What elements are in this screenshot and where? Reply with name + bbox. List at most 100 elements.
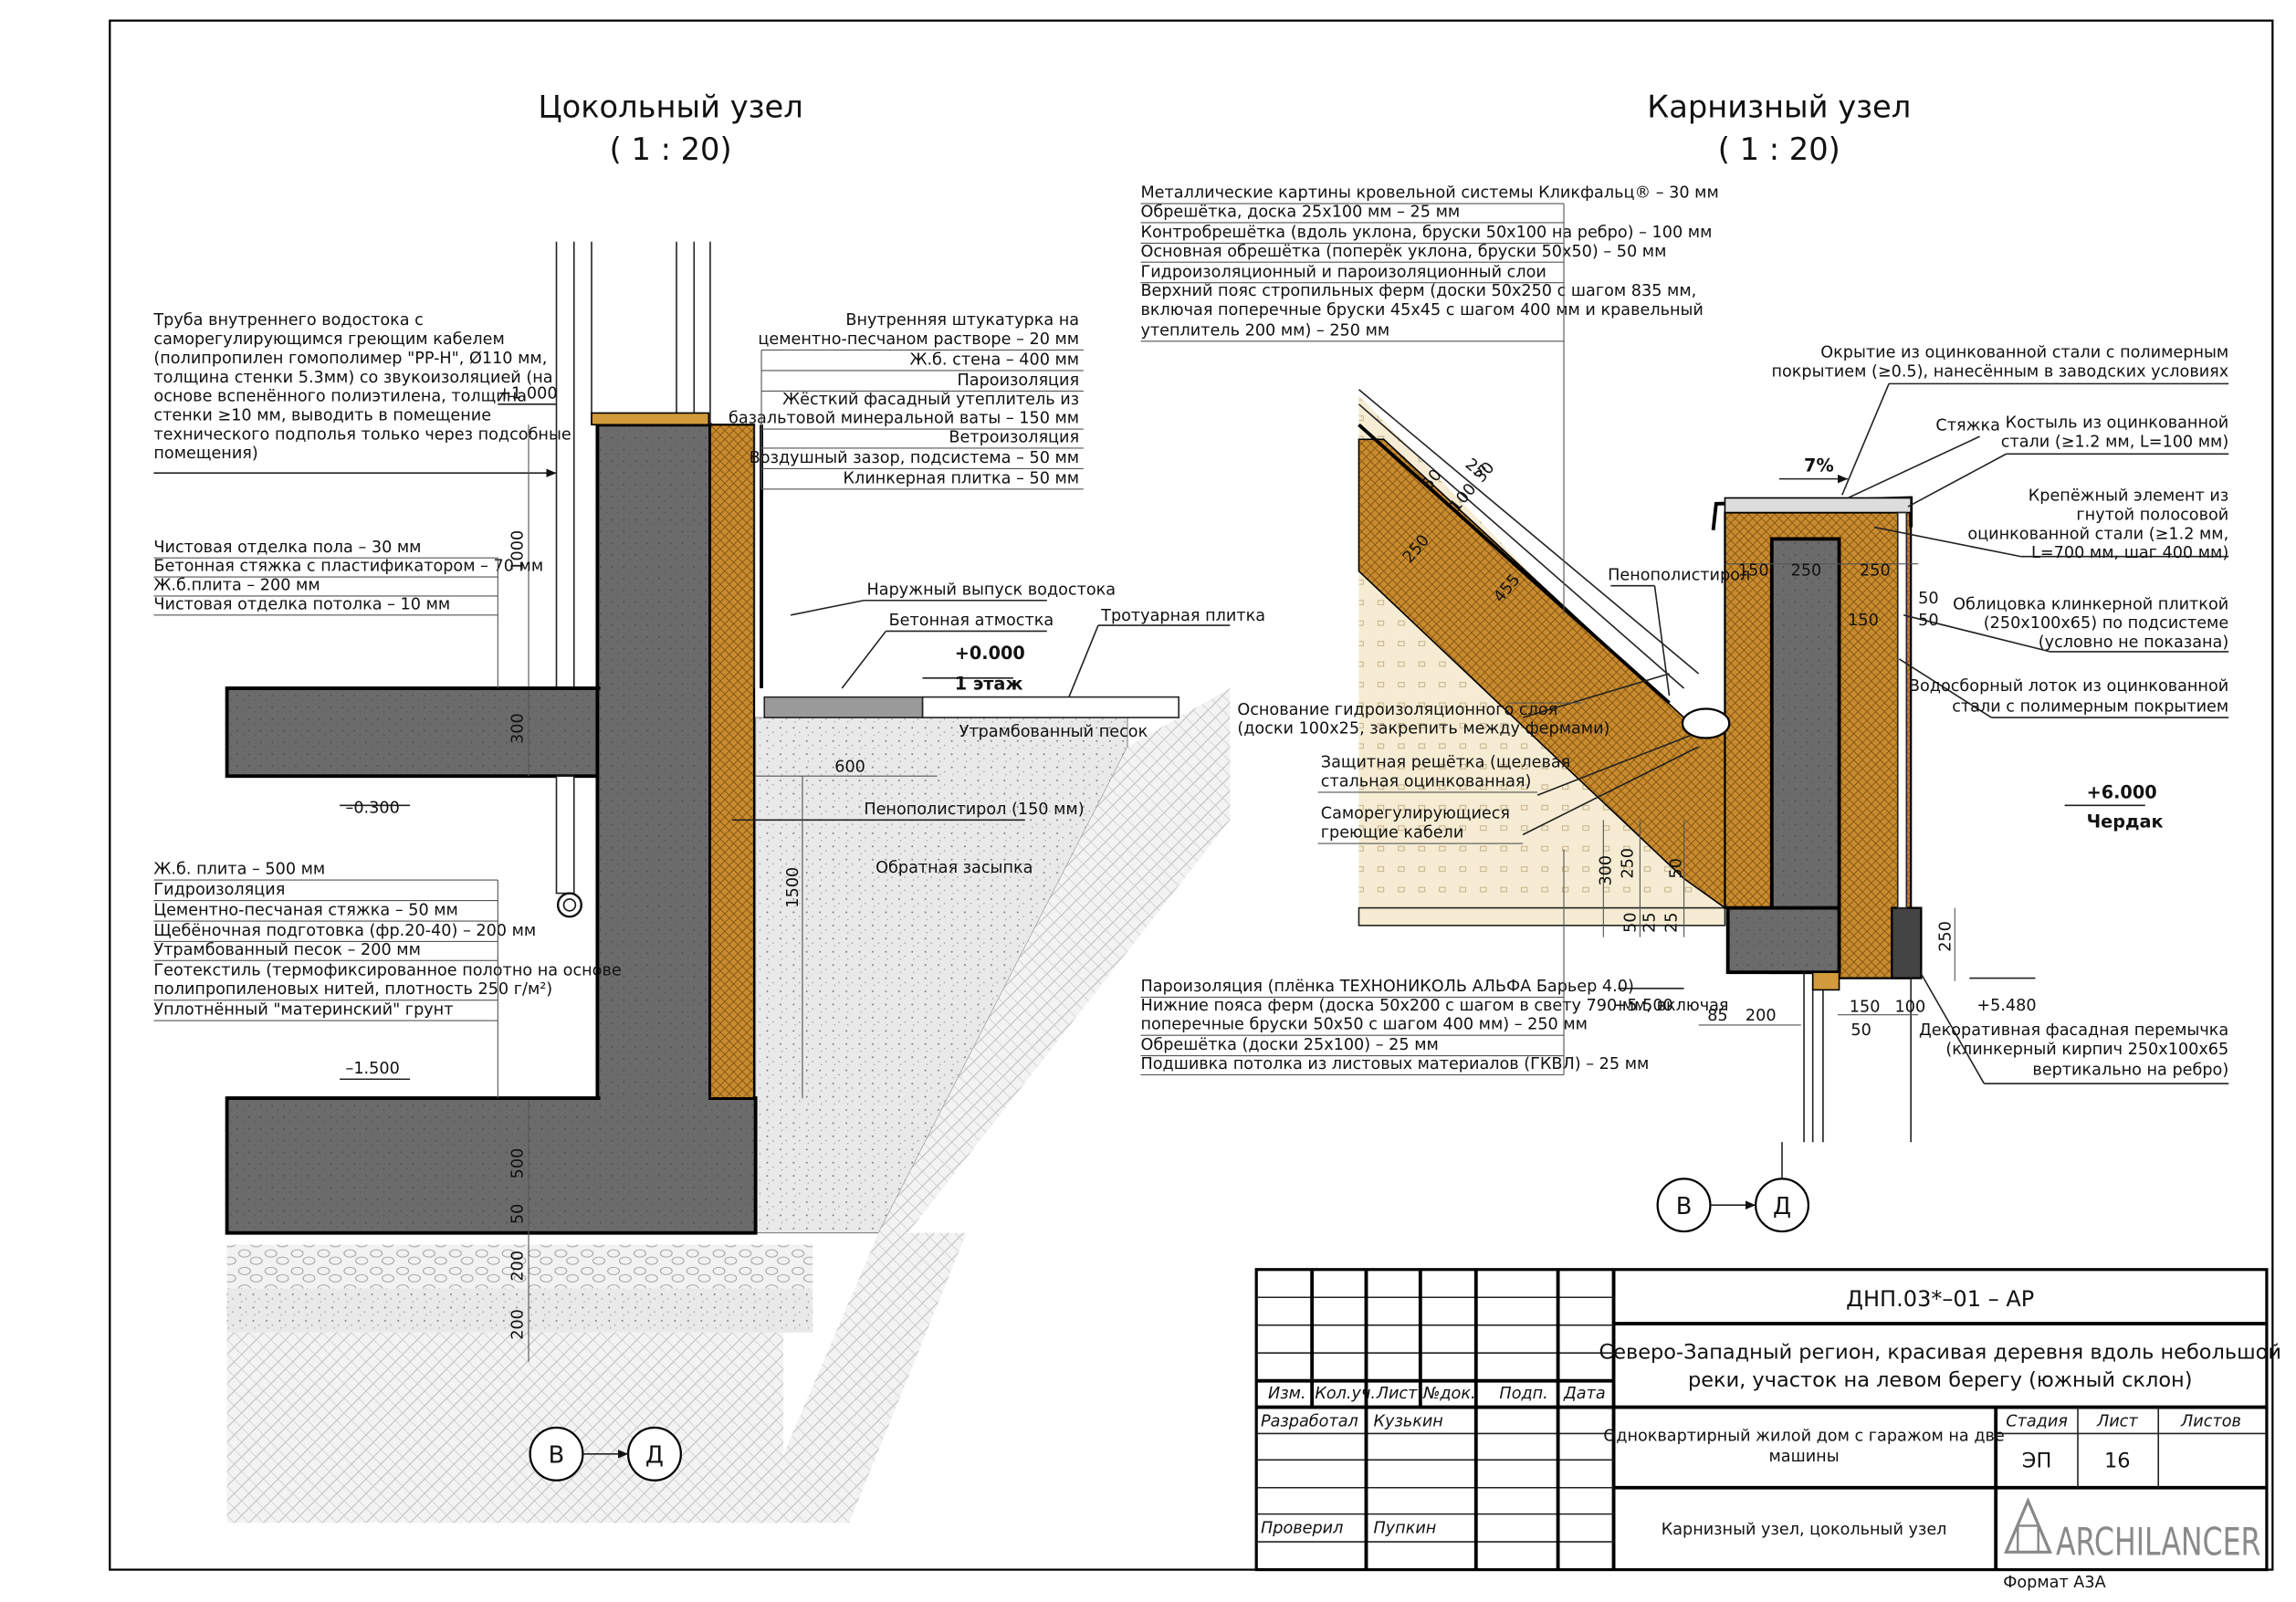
slope-label: 7% xyxy=(1804,455,1834,476)
plinth-title: Цокольный узел xyxy=(538,89,802,124)
level-55: +5.500 xyxy=(1614,997,1673,1015)
eaves-detail xyxy=(1358,382,2229,1143)
wall-layer-5: Жёсткий фасадный утеплитель из xyxy=(782,391,1079,409)
lower-soil xyxy=(754,1232,967,1523)
level-minus-15: –1.500 xyxy=(346,1060,400,1078)
eaves-title: Карнизный узел xyxy=(1647,89,1911,124)
dim-low-150: 150 xyxy=(1850,998,1881,1016)
gravel-layer xyxy=(226,1244,813,1289)
plinth-detail xyxy=(153,241,1231,1523)
level-plus-one: +1.000 xyxy=(498,384,557,403)
eaves-scale: ( 1 : 20) xyxy=(1718,131,1840,167)
archilancer-logo: ARCHILANCER xyxy=(2003,1497,2261,1565)
plinth-labels: Труба внутреннего водостока с саморегули… xyxy=(152,311,1265,1340)
dim-low-250b: 250 xyxy=(1936,921,1955,952)
crutch-note-1: Костыль из оцинкованной xyxy=(2006,414,2229,432)
dim-low-50c: 50 xyxy=(1850,1021,1871,1040)
slab-layer-1: Ж.б. плита – 500 мм xyxy=(153,861,325,879)
ring-beam xyxy=(1725,906,1841,975)
dim-top-250a: 250 xyxy=(1791,561,1822,580)
lintel-note-2: (клинкерный кирпич 250х100х65 xyxy=(1945,1041,2228,1059)
roof-layer-3: Контробрешётка (вдоль уклона, бруски 50х… xyxy=(1140,224,1712,242)
hdr-date: Дата xyxy=(1563,1385,1606,1403)
wall-layer-9: Клинкерная плитка – 50 мм xyxy=(844,469,1080,487)
slab-layer-6: Геотекстиль (термофиксированное полотно … xyxy=(153,961,621,979)
gutter-icon xyxy=(1681,707,1731,739)
roof-layer-1: Металлические картины кровельной системы… xyxy=(1140,184,1718,203)
region-line-1: Северо-Западный регион, красивая деревня… xyxy=(1599,1341,2281,1365)
title-block: ДНП.03*–01 – АР Северо-Западный регион, … xyxy=(1254,1268,2281,1572)
drain-note-7: технического подполья только через подсо… xyxy=(153,425,571,444)
cap-note-1: Окрытие из оцинкованной стали с полимерн… xyxy=(1820,344,2228,362)
cables-note-1: Саморегулирующиеся xyxy=(1321,805,1510,823)
lintel-note-1: Декоративная фасадная перемычка xyxy=(1919,1021,2228,1040)
sand-layer xyxy=(226,1288,813,1333)
cables-note-2: греющие кабели xyxy=(1321,824,1464,843)
roof-layer-4: Основная обрешётка (поперёк уклона, брус… xyxy=(1140,243,1666,261)
compacted-sand-label: Утрамбованный песок xyxy=(959,723,1148,741)
dim-top-150a: 150 xyxy=(1738,561,1769,580)
sheet-value: 16 xyxy=(2104,1449,2131,1472)
blind-area-label: Бетонная атмостка xyxy=(889,612,1054,630)
ground-layer xyxy=(226,1332,784,1523)
base-note-2: (доски 100х25, закрепить между фермами) xyxy=(1237,720,1609,738)
fastener-note-1: Крепёжный элемент из xyxy=(2029,487,2228,506)
roof-layer-5: Гидроизоляционный и пароизоляционный сло… xyxy=(1140,263,1546,281)
axis-label-right-d: Д xyxy=(1773,1193,1791,1220)
project-line-2: машины xyxy=(1769,1448,1840,1466)
dim-200b: 200 xyxy=(509,1309,528,1340)
wall-layer-4: Пароизоляция xyxy=(958,372,1080,390)
roof-layer-8: утеплитель 200 мм) – 250 мм xyxy=(1140,321,1389,340)
floor-layer-3: Ж.б.плита – 200 мм xyxy=(153,577,320,595)
gutter-note-2: стали с полимерным покрытием xyxy=(1952,698,2228,717)
backfill-label: Обратная засыпка xyxy=(875,859,1033,877)
hdr-podp: Подп. xyxy=(1499,1385,1547,1403)
dim-low-25a: 25 xyxy=(1641,912,1659,932)
dim-top-50a: 50 xyxy=(1918,590,1938,608)
axis-label-left-v: В xyxy=(549,1441,565,1469)
dim-low-50b: 50 xyxy=(1622,912,1641,932)
region-line-2: реки, участок на левом берегу (южный скл… xyxy=(1688,1368,2192,1392)
dim-low-300: 300 xyxy=(1597,855,1615,886)
wall-layer-2: цементно-песчаном растворе – 20 мм xyxy=(758,330,1079,349)
hdr-list: Лист xyxy=(1376,1385,1418,1403)
ceiling-layer-2: Нижние пояса ферм (доска 50х200 с шагом … xyxy=(1140,997,1728,1015)
wall-layer-7: Ветроизоляция xyxy=(949,429,1079,447)
hdr-kol: Кол.уч. xyxy=(1315,1385,1376,1403)
cladding-note-1: Облицовка клинкерной плиткой xyxy=(1953,595,2228,613)
slab-layer-3: Цементно-песчаная стяжка – 50 мм xyxy=(153,902,457,920)
roof-layer-6: Верхний пояс стропильных ферм (доски 50х… xyxy=(1140,282,1696,300)
drain-note-8: помещения) xyxy=(153,445,257,463)
cap-plate xyxy=(1811,971,1840,991)
drain-note-6: стенки ≥10 мм, выводить в помещение xyxy=(153,406,491,424)
sheets-header: Листов xyxy=(2180,1412,2241,1430)
dim-low-100: 100 xyxy=(1895,998,1926,1016)
stage-value: ЭП xyxy=(2022,1449,2052,1472)
dim-low-25b: 25 xyxy=(1663,912,1682,932)
lintel-note-3: вертикально на ребро) xyxy=(2032,1061,2228,1079)
slab-layer-8: Уплотнённый "материнский" грунт xyxy=(153,1001,453,1020)
clinker-lintel xyxy=(1891,906,1923,979)
project-line-1: Одноквартирный жилой дом с гаражом на дв… xyxy=(1603,1427,2004,1445)
dim-low-50a: 50 xyxy=(1667,858,1685,878)
slab-layer-2: Гидроизоляция xyxy=(153,881,285,899)
dim-1000: 1000 xyxy=(509,530,528,571)
axis-label-left-d: Д xyxy=(645,1441,664,1469)
level-minus-03: –0.300 xyxy=(346,799,400,817)
wall-layer-6: базальтовой минеральной ваты – 150 мм xyxy=(729,410,1079,428)
dim-top-150b: 150 xyxy=(1848,612,1879,630)
eaves-labels: Металлические картины кровельной системы… xyxy=(1140,184,2228,1080)
dim-1500: 1500 xyxy=(784,867,802,908)
dim-200a: 200 xyxy=(509,1251,528,1282)
axis-label-right-v: В xyxy=(1676,1193,1693,1220)
dim-500: 500 xyxy=(509,1148,528,1179)
floor-layer-2: Бетонная стяжка с пластификатором – 70 м… xyxy=(153,558,543,576)
dim-50: 50 xyxy=(509,1204,528,1224)
drain-fitting-icon xyxy=(556,892,582,918)
eps-label: Пенополистирол (150 мм) xyxy=(864,801,1084,819)
screed-note: Стяжка xyxy=(1935,417,2000,435)
ceiling-layer-4: Обрешётка (доски 25х100) – 25 мм xyxy=(1140,1036,1438,1054)
drain-note-2: саморегулирующимся греющим кабелем xyxy=(153,330,504,349)
drain-note-3: (полипропилен гомополимер "PP-H", Ø110 м… xyxy=(153,350,547,368)
